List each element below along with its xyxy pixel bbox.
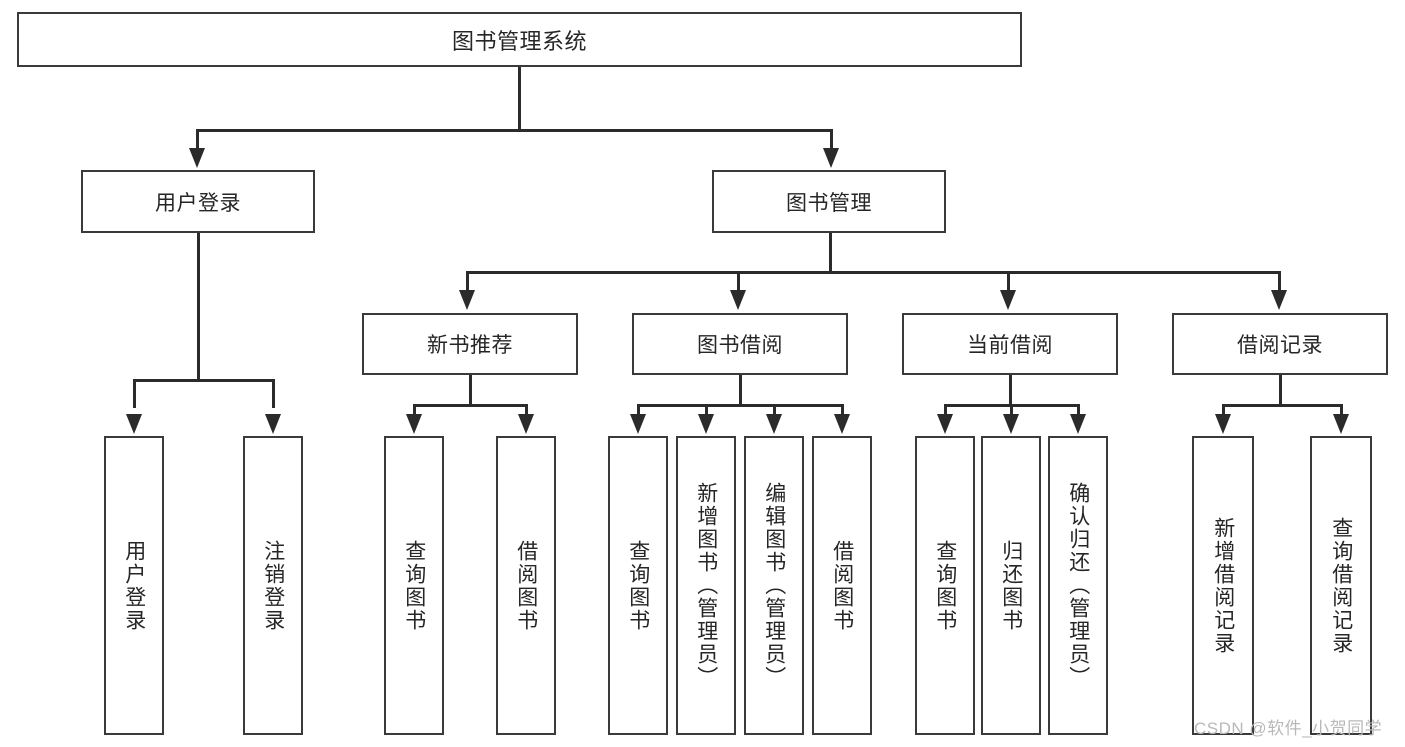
edge-records-stem bbox=[1279, 375, 1282, 406]
arrowhead-records-l1 bbox=[1215, 414, 1231, 434]
node-book-management[interactable]: 图书管理 bbox=[712, 170, 946, 233]
edge-root-to-book bbox=[830, 129, 833, 151]
arrowhead-newbook bbox=[459, 290, 475, 310]
node-label: 注销登录 bbox=[261, 539, 285, 632]
arrowhead-borrow bbox=[730, 290, 746, 310]
edge-book-stem bbox=[829, 233, 832, 273]
edge-newbook-l1 bbox=[413, 404, 416, 416]
node-current-borrow[interactable]: 当前借阅 bbox=[902, 313, 1118, 375]
node-label: 借阅图书 bbox=[830, 539, 854, 632]
leaf-return-book[interactable]: 归还图书 bbox=[981, 436, 1041, 735]
edge-root-stem bbox=[518, 67, 521, 131]
edge-borrow-l3 bbox=[773, 404, 776, 416]
node-label: 查询图书 bbox=[402, 539, 426, 632]
leaf-edit-book-admin[interactable]: 编辑图书（管理员） bbox=[744, 436, 804, 735]
node-label: 用户登录 bbox=[155, 191, 241, 215]
edge-book-level3-bus bbox=[466, 271, 1280, 274]
leaf-query-book-current[interactable]: 查询图书 bbox=[915, 436, 975, 735]
node-label: 图书借阅 bbox=[697, 334, 783, 357]
arrowhead-newbook-l2 bbox=[518, 414, 534, 434]
edge-book-to-current bbox=[1007, 271, 1010, 293]
edge-current-stem bbox=[1009, 375, 1012, 406]
arrowhead-current-l1 bbox=[937, 414, 953, 434]
edge-newbook-bus bbox=[413, 404, 527, 407]
node-label: 当前借阅 bbox=[967, 334, 1053, 357]
edge-user-stem bbox=[197, 233, 200, 381]
arrowhead-current-l2 bbox=[1003, 414, 1019, 434]
edge-records-l2 bbox=[1340, 404, 1343, 416]
leaf-logout[interactable]: 注销登录 bbox=[243, 436, 303, 735]
edge-root-bus bbox=[196, 129, 832, 132]
edge-borrow-l2 bbox=[705, 404, 708, 416]
arrowhead-user-leaf2 bbox=[265, 414, 281, 434]
arrowhead-records-l2 bbox=[1333, 414, 1349, 434]
edge-borrow-stem bbox=[739, 375, 742, 406]
leaf-add-borrow-record[interactable]: 新增借阅记录 bbox=[1192, 436, 1254, 735]
leaf-query-book-borrow[interactable]: 查询图书 bbox=[608, 436, 668, 735]
leaf-add-book-admin[interactable]: 新增图书（管理员） bbox=[676, 436, 736, 735]
node-new-book-recommend[interactable]: 新书推荐 bbox=[362, 313, 578, 375]
node-label: 新增图书（管理员） bbox=[694, 482, 718, 689]
arrowhead-borrow-l2 bbox=[698, 414, 714, 434]
arrowhead-newbook-l1 bbox=[406, 414, 422, 434]
arrowhead-records bbox=[1271, 290, 1287, 310]
arrowhead-borrow-l1 bbox=[630, 414, 646, 434]
node-label: 确认归还（管理员） bbox=[1066, 482, 1090, 689]
node-label: 查询图书 bbox=[626, 539, 650, 632]
edge-user-to-leaf1 bbox=[133, 379, 136, 408]
edge-book-to-records bbox=[1278, 271, 1281, 293]
edge-borrow-bus bbox=[637, 404, 842, 407]
edge-user-to-leaf2 bbox=[272, 379, 275, 408]
edge-current-l3 bbox=[1077, 404, 1080, 416]
node-label: 新增借阅记录 bbox=[1211, 516, 1235, 655]
node-label: 查询图书 bbox=[933, 539, 957, 632]
edge-root-to-user bbox=[196, 129, 199, 151]
leaf-user-login[interactable]: 用户登录 bbox=[104, 436, 164, 735]
edge-borrow-l4 bbox=[841, 404, 844, 416]
arrowhead-to-user-login bbox=[189, 148, 205, 168]
arrowhead-current-l3 bbox=[1070, 414, 1086, 434]
arrowhead-borrow-l4 bbox=[834, 414, 850, 434]
node-label: 归还图书 bbox=[999, 539, 1023, 632]
leaf-query-borrow-record[interactable]: 查询借阅记录 bbox=[1310, 436, 1372, 735]
node-label: 查询借阅记录 bbox=[1329, 516, 1353, 655]
edge-newbook-l2 bbox=[525, 404, 528, 416]
edge-records-l1 bbox=[1222, 404, 1225, 416]
edge-current-l1 bbox=[944, 404, 947, 416]
node-book-borrow[interactable]: 图书借阅 bbox=[632, 313, 848, 375]
edge-book-to-newbook bbox=[466, 271, 469, 293]
node-label: 借阅记录 bbox=[1237, 334, 1323, 357]
node-root-system[interactable]: 图书管理系统 bbox=[17, 12, 1022, 67]
edge-current-l2 bbox=[1010, 404, 1013, 416]
node-label: 图书管理 bbox=[786, 191, 872, 215]
edge-newbook-stem bbox=[469, 375, 472, 406]
csdn-watermark: CSDN @软件_小贺同学 bbox=[1194, 719, 1383, 738]
node-label: 图书管理系统 bbox=[451, 28, 587, 54]
edge-records-bus bbox=[1222, 404, 1341, 407]
node-user-login[interactable]: 用户登录 bbox=[81, 170, 315, 233]
arrowhead-current bbox=[1000, 290, 1016, 310]
leaf-query-book-newbook[interactable]: 查询图书 bbox=[384, 436, 444, 735]
arrowhead-user-leaf1 bbox=[126, 414, 142, 434]
leaf-borrow-book[interactable]: 借阅图书 bbox=[812, 436, 872, 735]
arrowhead-to-book-manage bbox=[823, 148, 839, 168]
node-label: 新书推荐 bbox=[427, 334, 513, 357]
arrowhead-borrow-l3 bbox=[766, 414, 782, 434]
node-label: 编辑图书（管理员） bbox=[762, 482, 786, 689]
leaf-confirm-return-admin[interactable]: 确认归还（管理员） bbox=[1048, 436, 1108, 735]
leaf-borrow-book-newbook[interactable]: 借阅图书 bbox=[496, 436, 556, 735]
edge-book-to-borrow bbox=[737, 271, 740, 293]
node-label: 用户登录 bbox=[122, 539, 146, 632]
node-label: 借阅图书 bbox=[514, 539, 538, 632]
edge-user-leaf-bus bbox=[133, 379, 273, 382]
node-borrow-records[interactable]: 借阅记录 bbox=[1172, 313, 1388, 375]
edge-borrow-l1 bbox=[637, 404, 640, 416]
